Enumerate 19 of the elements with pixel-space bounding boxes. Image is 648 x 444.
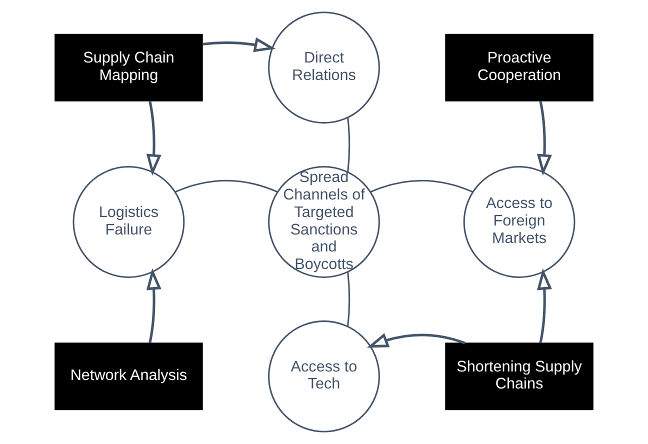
arrow [146, 268, 162, 344]
arrow [536, 268, 552, 344]
arrow [202, 37, 276, 52]
connector [347, 118, 350, 172]
node-circle: Spread Channels of Targeted Sanctions and Boycotts [268, 166, 380, 278]
arrow [536, 100, 552, 176]
connector [174, 180, 278, 193]
node-box: Proactive Cooperation [445, 34, 594, 102]
node-circle: Direct Relations [268, 12, 380, 124]
node-circle: Logistics Failure [72, 166, 185, 278]
arrow [366, 333, 466, 348]
node-circle: Access to Tech [268, 320, 380, 432]
arrow [146, 100, 162, 176]
node-box: Supply Chain Mapping [54, 34, 203, 102]
node-box: Shortening Supply Chains [445, 342, 594, 410]
node-box: Network Analysis [54, 342, 203, 410]
connector [347, 272, 350, 326]
connector [370, 180, 474, 193]
node-circle: Access to Foreign Markets [463, 166, 576, 278]
